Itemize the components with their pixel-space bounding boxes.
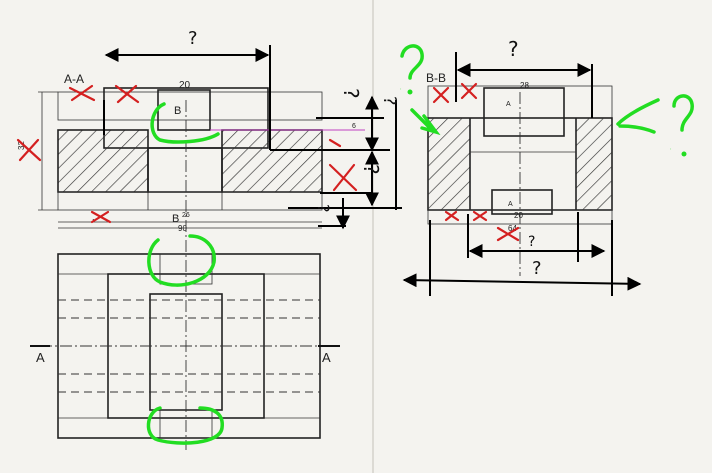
plan-view: A A xyxy=(30,234,340,450)
pocket-a-bottom: A xyxy=(508,201,513,208)
section-label-a: A-A xyxy=(64,72,84,86)
section-view-a: A-A B 20 32 .. B 26 90 6 xyxy=(16,28,402,240)
dim-20-b: 20 xyxy=(514,211,523,220)
question-right-3: ? xyxy=(359,164,383,175)
question-right-1: ? xyxy=(339,88,363,99)
dim-line-b-bottom xyxy=(402,273,642,291)
b-hatch-right xyxy=(576,118,612,210)
dim-28: 28 xyxy=(520,81,529,90)
center-core xyxy=(147,147,223,193)
base-strip xyxy=(57,191,323,211)
svg-text:?: ? xyxy=(670,149,672,151)
question-bottom-b: ? xyxy=(532,258,542,279)
green-question-right xyxy=(672,94,694,132)
dim-left-32: 32 xyxy=(17,141,26,150)
top-strip xyxy=(57,91,323,121)
hatch-right xyxy=(222,130,322,192)
dim-64: 64 xyxy=(508,224,517,233)
green-highlight-bottom xyxy=(146,406,224,445)
b-bottom-pocket xyxy=(491,189,553,215)
section-marker-a-left: A xyxy=(36,350,45,365)
arrow-icon xyxy=(410,108,441,136)
arrow-icon xyxy=(616,98,660,134)
question-lower-b: ? xyxy=(528,234,535,250)
bottom-label-b: B xyxy=(172,213,179,225)
section-view-b: B-B 28 A A 20 64 ? ? ? xyxy=(402,37,642,296)
dim-top-20: 20 xyxy=(179,80,191,91)
dim-bottom-crossed: .. xyxy=(92,212,97,222)
svg-text:?: ? xyxy=(400,89,402,91)
section-marker-a-right: A xyxy=(322,350,331,365)
pocket-a-top: A xyxy=(506,101,511,108)
green-annotations: ? ? xyxy=(400,44,694,157)
pocket-b-label: B xyxy=(174,105,181,117)
overall-dim-90: 90 xyxy=(178,224,187,233)
question-top-b: ? xyxy=(508,37,519,61)
cross-mark-icon xyxy=(432,82,520,242)
question-top-a: ? xyxy=(188,28,198,49)
green-highlight-top xyxy=(147,234,216,287)
hatch-left xyxy=(58,130,148,192)
b-top-pocket xyxy=(483,87,565,137)
question-right-4: ? xyxy=(314,204,333,213)
cross-mark-icon xyxy=(16,84,358,224)
question-right-2: ? xyxy=(379,96,400,106)
green-question-left xyxy=(400,44,424,80)
dim-small-6: 6 xyxy=(352,123,356,130)
pocket-b xyxy=(157,89,211,131)
green-pocket-mark xyxy=(150,102,220,144)
section-label-b: B-B xyxy=(426,71,446,85)
